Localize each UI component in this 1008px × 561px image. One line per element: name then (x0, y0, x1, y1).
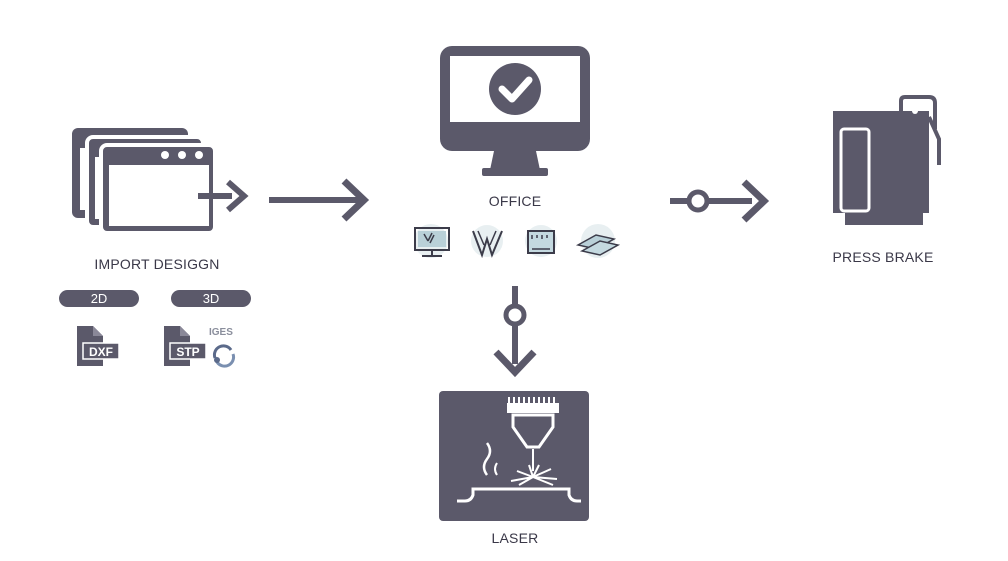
badge-3d: 3D (171, 290, 251, 307)
bend-tool-icon (471, 225, 503, 259)
ruler-icon (525, 225, 557, 257)
monitor-software-icon (414, 224, 450, 258)
laser-cutter-icon (439, 391, 589, 521)
arrow-office-to-laser (493, 286, 537, 378)
badge-2d: 2D (59, 290, 139, 307)
stp-file-icon (164, 326, 207, 366)
office-label: OFFICE (488, 193, 542, 209)
import-label: IMPORT DESIGGN (94, 256, 220, 272)
stp-file-label: STP (176, 345, 200, 359)
press-brake-icon (833, 95, 941, 225)
iges-label: IGES (209, 327, 233, 338)
dxf-file-label: DXF (89, 345, 113, 359)
arrow-office-to-press-brake (670, 179, 770, 223)
dxf-file-icon (77, 326, 120, 366)
press-brake-label: PRESS BRAKE (832, 249, 934, 265)
office-monitor-icon (440, 46, 590, 176)
laser-label: LASER (491, 530, 539, 546)
sheet-metal-icon (575, 224, 621, 258)
iges-sync-icon (212, 344, 236, 368)
arrow-import-to-office (269, 178, 370, 222)
